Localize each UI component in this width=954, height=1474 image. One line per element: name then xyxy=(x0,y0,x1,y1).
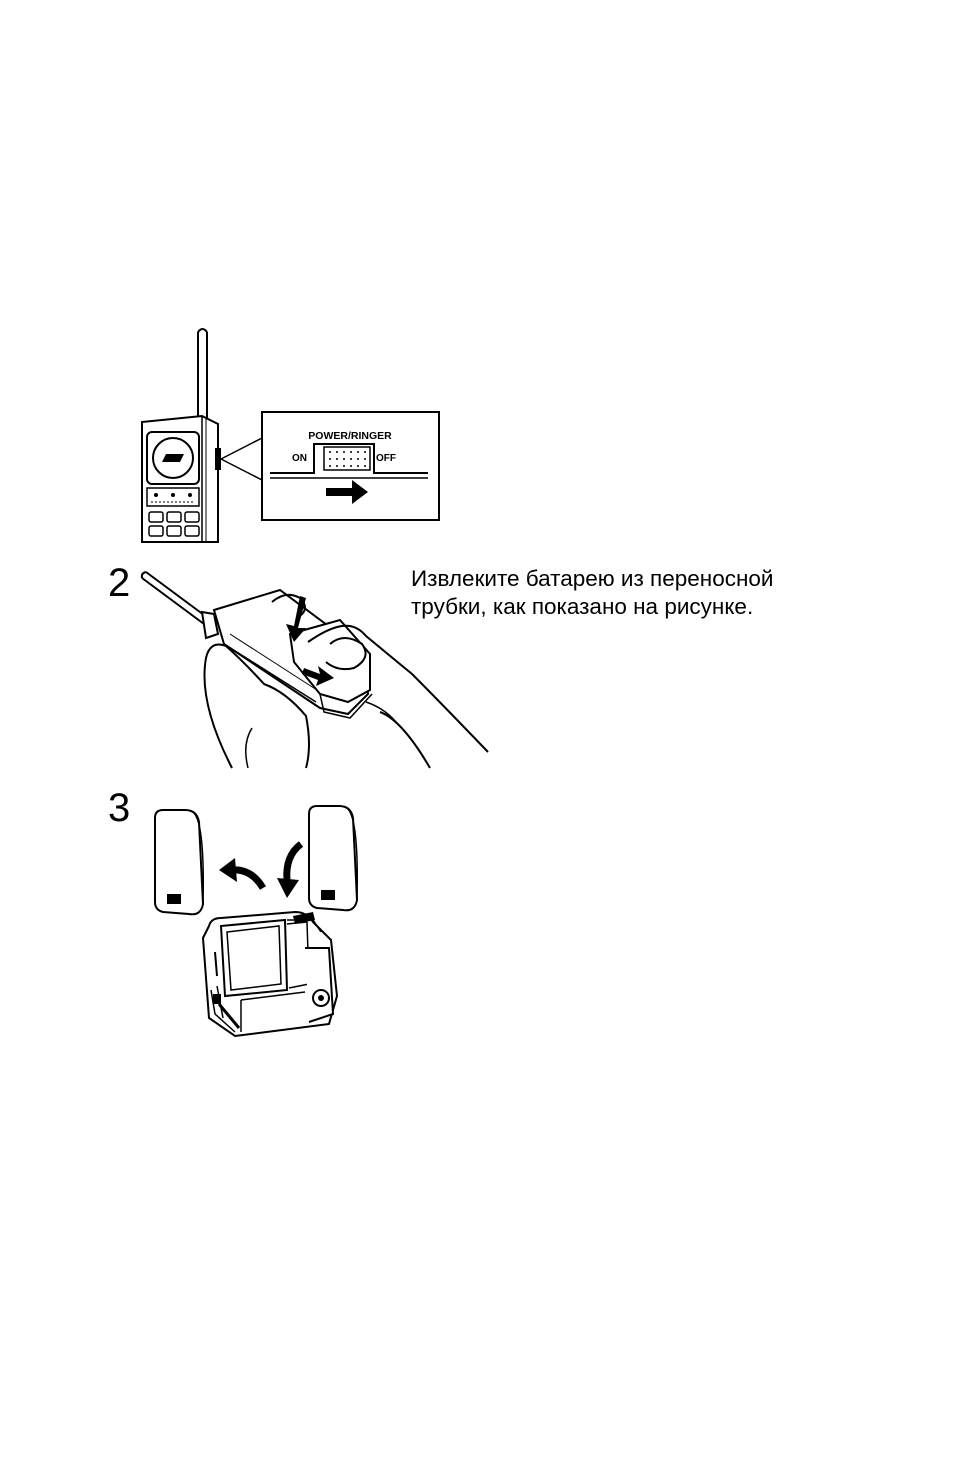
switch-on-label: ON xyxy=(292,453,307,464)
step2-caption-line1: Извлеките батарею из переносной xyxy=(411,565,773,592)
step2-caption-line2: трубки, как показано на рисунке. xyxy=(411,593,753,620)
step1-illustration: POWER/RINGER ON OFF xyxy=(140,320,450,545)
step2-number: 2 xyxy=(108,563,130,603)
charger-battery-swap-figure xyxy=(145,800,365,1050)
handset-power-switch-figure: POWER/RINGER ON OFF xyxy=(140,320,450,545)
step3-illustration xyxy=(145,800,365,1050)
switch-off-label: OFF xyxy=(376,453,396,464)
switch-title: POWER/RINGER xyxy=(308,430,392,442)
step3-number: 3 xyxy=(108,788,130,828)
curved-arrow-left-icon xyxy=(219,858,237,882)
curved-arrow-down-icon xyxy=(277,878,299,898)
